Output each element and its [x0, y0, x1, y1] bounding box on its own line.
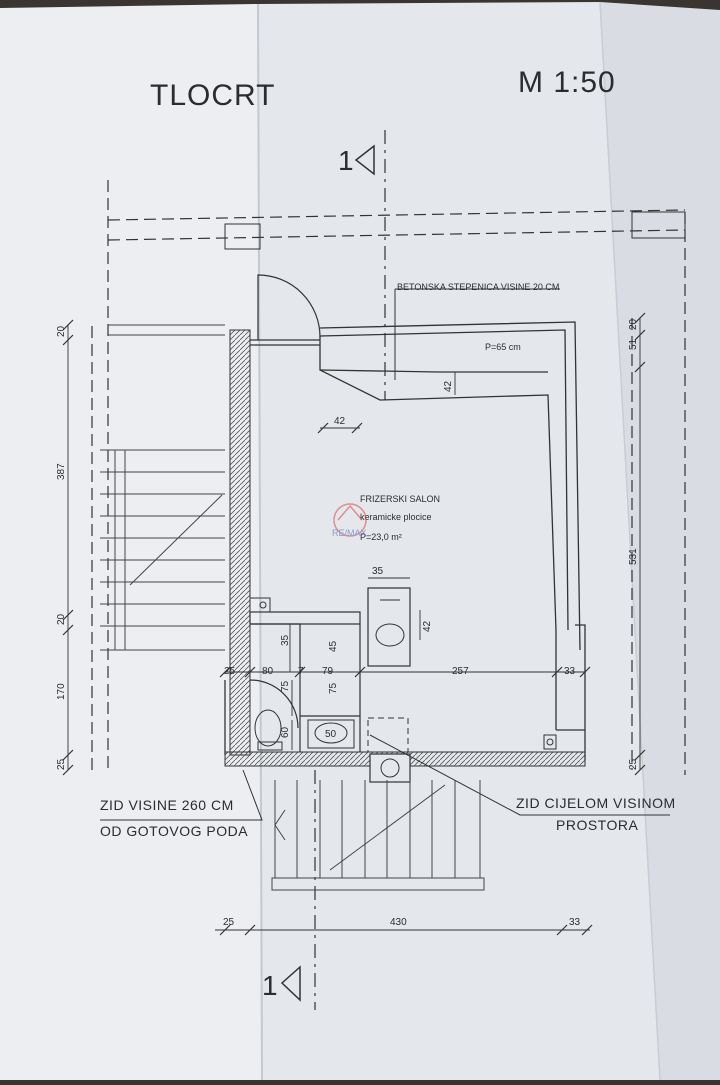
section-mark-top: 1 — [338, 145, 354, 176]
dim-42-a: 42 — [334, 416, 346, 427]
dim-25-row: 25 — [224, 666, 236, 677]
wall-left-hatched — [229, 329, 251, 756]
dimension-ticks — [62, 312, 646, 936]
label-full-wall-line2: PROSTORA — [556, 817, 638, 833]
dim-42-c: 42 — [422, 620, 433, 632]
outlet-box — [249, 597, 271, 613]
drawing-scale: M 1:50 — [518, 66, 616, 99]
paper-right-panel — [600, 2, 720, 1080]
dim-right-531: 531 — [628, 548, 639, 565]
dim-33-row: 33 — [564, 666, 576, 677]
dim-left-25: 25 — [56, 758, 67, 770]
stair-left — [100, 324, 225, 651]
dim-50: 50 — [325, 729, 337, 740]
column — [631, 211, 686, 239]
dim-right-20: 20 — [628, 318, 639, 330]
washbasin-counter — [307, 719, 355, 749]
paper-left-panel — [0, 4, 262, 1080]
outlet-icon — [546, 738, 554, 746]
dim-left-20-mid: 20 — [56, 613, 67, 625]
washbasin-icon — [314, 722, 348, 744]
dim-right-51: 51 — [628, 338, 639, 350]
watermark-logo: RE/MAX — [332, 503, 367, 538]
dimension-lines — [67, 318, 641, 931]
dim-35: 35 — [372, 566, 384, 577]
toilet-icon — [254, 709, 282, 747]
boiler-box — [369, 753, 411, 783]
dim-45: 45 — [328, 640, 339, 652]
dim-bottom-33: 33 — [569, 917, 581, 928]
paper-fold — [599, 1, 661, 1081]
dim-7: 7 — [298, 666, 304, 677]
dim-left-387: 387 — [56, 463, 67, 480]
dim-35-vertical: 35 — [280, 634, 291, 646]
dimension-labels: 20 387 20 170 25 20 51 531 25 42 42 42 3… — [56, 318, 639, 928]
step-note: BETONSKA STEPENICA VISINE 20 CM — [397, 282, 559, 292]
salon-sink-unit — [367, 587, 411, 667]
door-swing-top — [257, 274, 321, 340]
section-arrow-top — [354, 144, 375, 176]
dim-60: 60 — [280, 726, 291, 738]
dim-left-20-top: 20 — [56, 325, 67, 337]
dim-80: 80 — [262, 666, 274, 677]
section-arrow-bottom — [280, 965, 301, 1002]
dim-79: 79 — [322, 666, 334, 677]
salon-sink-icon — [375, 623, 405, 647]
dim-bottom-25: 25 — [223, 917, 235, 928]
dim-42-b: 42 — [443, 380, 454, 392]
room-name: FRIZERSKI SALON — [360, 494, 440, 504]
dim-257: 257 — [452, 666, 469, 677]
outlet-icon — [259, 601, 267, 609]
dim-75-b: 75 — [328, 682, 339, 694]
dim-right-25: 25 — [628, 758, 639, 770]
section-mark-bottom: 1 — [262, 970, 278, 1001]
stair-bottom — [271, 780, 485, 891]
watermark-text: RE/MAX — [332, 528, 367, 538]
label-wall-height-line2: OD GOTOVOG PODA — [100, 823, 248, 839]
dim-75-a: 75 — [280, 680, 291, 692]
parapet-note: P=65 cm — [485, 342, 521, 352]
leader-lines — [100, 288, 670, 821]
label-wall-height-line1: ZID VISINE 260 CM — [100, 797, 234, 813]
label-full-wall-line1: ZID CIJELOM VISINOM — [516, 795, 676, 811]
outlet-box — [543, 734, 557, 750]
dim-left-170: 170 — [56, 683, 67, 700]
room-area: P=23,0 m² — [360, 532, 402, 542]
room-floor: keramicke plocice — [360, 512, 432, 522]
paper-fold — [257, 3, 263, 1081]
paper-middle-panel — [258, 2, 660, 1080]
wall-outline — [224, 321, 586, 760]
drawing-title: TLOCRT — [150, 79, 275, 112]
building-outline-dashed — [91, 180, 686, 775]
toilet-tank — [257, 741, 283, 751]
column — [224, 223, 261, 250]
appliance-outline — [367, 717, 409, 753]
dim-bottom-430: 430 — [390, 917, 407, 928]
boiler-icon — [380, 758, 400, 778]
